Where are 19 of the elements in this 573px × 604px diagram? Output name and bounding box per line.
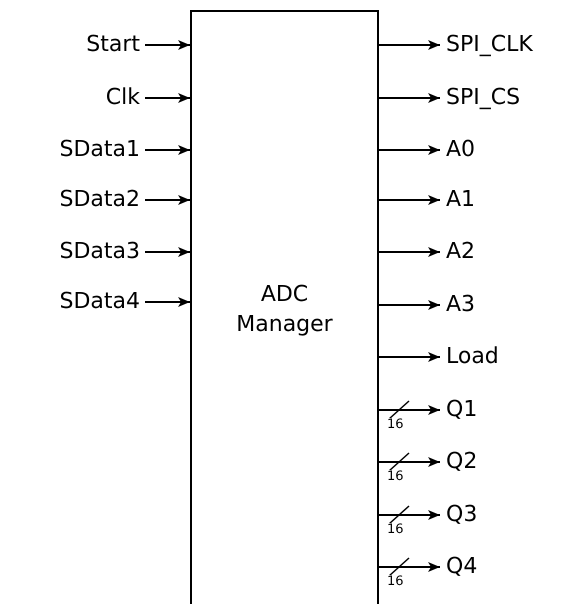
input-signal-name: SData1 — [60, 136, 140, 164]
output-signal-name: Q2 — [446, 448, 478, 476]
output-signal-name: A1 — [446, 186, 476, 214]
input-signal-name: SData2 — [60, 186, 140, 214]
input-signal-name: Start — [86, 31, 140, 59]
output-signal-name: SPI_CLK — [446, 31, 533, 59]
input-signal-name: SData4 — [60, 288, 140, 316]
output-signal-name: A3 — [446, 291, 476, 319]
output-signal-name: SPI_CS — [446, 84, 520, 112]
input-signal-name: Clk — [106, 84, 140, 112]
input-signal-name: SData3 — [60, 238, 140, 266]
module-name: ADC Manager — [235, 281, 334, 339]
output-signal-name: Q4 — [446, 553, 478, 581]
output-signal-name: Q1 — [446, 396, 478, 424]
output-signal-name: A0 — [446, 136, 476, 164]
output-signal-name: Load — [446, 343, 499, 371]
output-signal-name: Q3 — [446, 501, 478, 529]
module-block — [190, 10, 379, 604]
output-signal-name: A2 — [446, 238, 476, 266]
